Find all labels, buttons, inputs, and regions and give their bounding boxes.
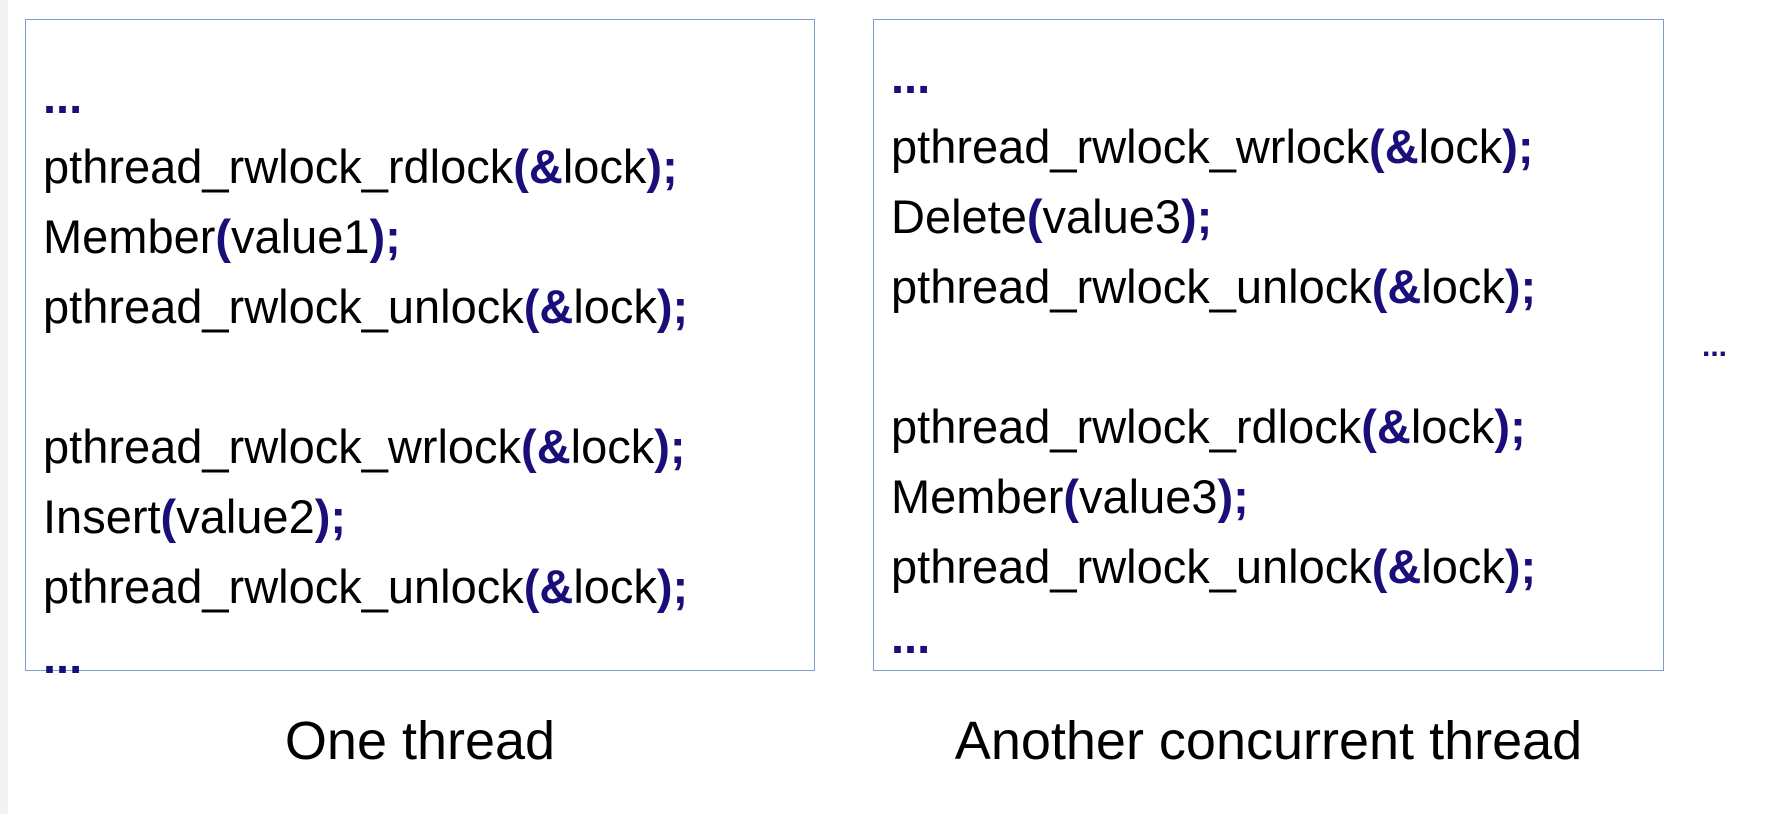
code-token: lock xyxy=(1418,120,1503,173)
blank-line xyxy=(891,322,1536,392)
code-punctuation: ( xyxy=(1063,470,1080,523)
code-punctuation: ); xyxy=(1504,540,1537,593)
code-punctuation: ( xyxy=(160,490,177,543)
code-line: Member(value3); xyxy=(891,462,1536,532)
code-token: lock xyxy=(1421,260,1505,313)
code-punctuation: ); xyxy=(314,490,347,543)
code-token: Insert xyxy=(43,490,161,543)
code-token: lock xyxy=(1421,540,1505,593)
more-threads-ellipsis: ... xyxy=(1702,330,1728,363)
code-punctuation: ); xyxy=(1504,260,1537,313)
code-line: Delete(value3); xyxy=(891,182,1536,252)
code-token: value3 xyxy=(1042,190,1182,243)
thread1-code: ...pthread_rwlock_rdlock(&lock);Member(v… xyxy=(43,62,688,692)
code-token: lock xyxy=(573,280,657,333)
code-token: pthread_rwlock_wrlock xyxy=(43,420,522,473)
code-token: lock xyxy=(570,420,655,473)
thread1-caption: One thread xyxy=(284,711,556,771)
code-punctuation: ... xyxy=(43,70,83,123)
code-punctuation: ); xyxy=(369,210,401,263)
code-punctuation: ... xyxy=(891,50,931,103)
code-line: pthread_rwlock_unlock(&lock); xyxy=(43,272,688,342)
code-punctuation: ); xyxy=(656,280,689,333)
code-punctuation: ... xyxy=(43,630,83,683)
code-punctuation: ); xyxy=(1502,120,1534,173)
code-punctuation: ); xyxy=(646,140,678,193)
code-token: pthread_rwlock_wrlock xyxy=(891,120,1370,173)
code-line: ... xyxy=(43,622,688,692)
thread2-code: ...pthread_rwlock_wrlock(&lock);Delete(v… xyxy=(891,42,1536,672)
code-token: lock xyxy=(1410,400,1495,453)
slide-edge xyxy=(0,0,8,814)
code-token: Member xyxy=(43,210,216,263)
code-line: ... xyxy=(43,62,688,132)
code-line: Insert(value2); xyxy=(43,482,688,552)
code-line: pthread_rwlock_wrlock(&lock); xyxy=(43,412,688,482)
code-token: pthread_rwlock_unlock xyxy=(891,260,1372,313)
code-punctuation: ); xyxy=(656,560,689,613)
code-line: Member(value1); xyxy=(43,202,688,272)
code-punctuation: ); xyxy=(1217,470,1249,523)
code-punctuation: ... xyxy=(891,610,931,663)
code-token: value2 xyxy=(176,490,315,543)
thread1-code-box: ...pthread_rwlock_rdlock(&lock);Member(v… xyxy=(25,19,815,683)
code-token: pthread_rwlock_unlock xyxy=(891,540,1372,593)
code-token: pthread_rwlock_unlock xyxy=(43,280,524,333)
code-token: lock xyxy=(562,140,647,193)
code-token: lock xyxy=(573,560,657,613)
code-line: pthread_rwlock_rdlock(&lock); xyxy=(891,392,1536,462)
code-line: pthread_rwlock_unlock(&lock); xyxy=(891,252,1536,322)
code-line: pthread_rwlock_unlock(&lock); xyxy=(43,552,688,622)
code-token: value3 xyxy=(1079,470,1218,523)
code-punctuation: (& xyxy=(521,420,571,473)
code-token: Member xyxy=(891,470,1064,523)
code-token: value1 xyxy=(231,210,370,263)
blank-line xyxy=(43,342,688,412)
code-line: pthread_rwlock_unlock(&lock); xyxy=(891,532,1536,602)
code-token: pthread_rwlock_rdlock xyxy=(891,400,1362,453)
code-punctuation: (& xyxy=(1371,540,1422,593)
code-punctuation: (& xyxy=(1369,120,1419,173)
code-line: pthread_rwlock_wrlock(&lock); xyxy=(891,112,1536,182)
code-punctuation: (& xyxy=(1361,400,1411,453)
thread2-caption: Another concurrent thread xyxy=(954,711,1583,771)
code-punctuation: (& xyxy=(1371,260,1422,313)
code-punctuation: ( xyxy=(1026,190,1043,243)
code-punctuation: ); xyxy=(1181,190,1213,243)
code-line: ... xyxy=(891,602,1536,672)
code-punctuation: ); xyxy=(1494,400,1526,453)
code-line: pthread_rwlock_rdlock(&lock); xyxy=(43,132,688,202)
code-line: ... xyxy=(891,42,1536,112)
code-punctuation: (& xyxy=(523,560,574,613)
code-token: pthread_rwlock_unlock xyxy=(43,560,524,613)
thread2-code-box: ...pthread_rwlock_wrlock(&lock);Delete(v… xyxy=(873,19,1664,671)
code-punctuation: ( xyxy=(215,210,232,263)
code-token: pthread_rwlock_rdlock xyxy=(43,140,514,193)
code-token: Delete xyxy=(891,190,1027,243)
code-punctuation: ); xyxy=(654,420,686,473)
code-punctuation: (& xyxy=(513,140,563,193)
code-punctuation: (& xyxy=(523,280,574,333)
